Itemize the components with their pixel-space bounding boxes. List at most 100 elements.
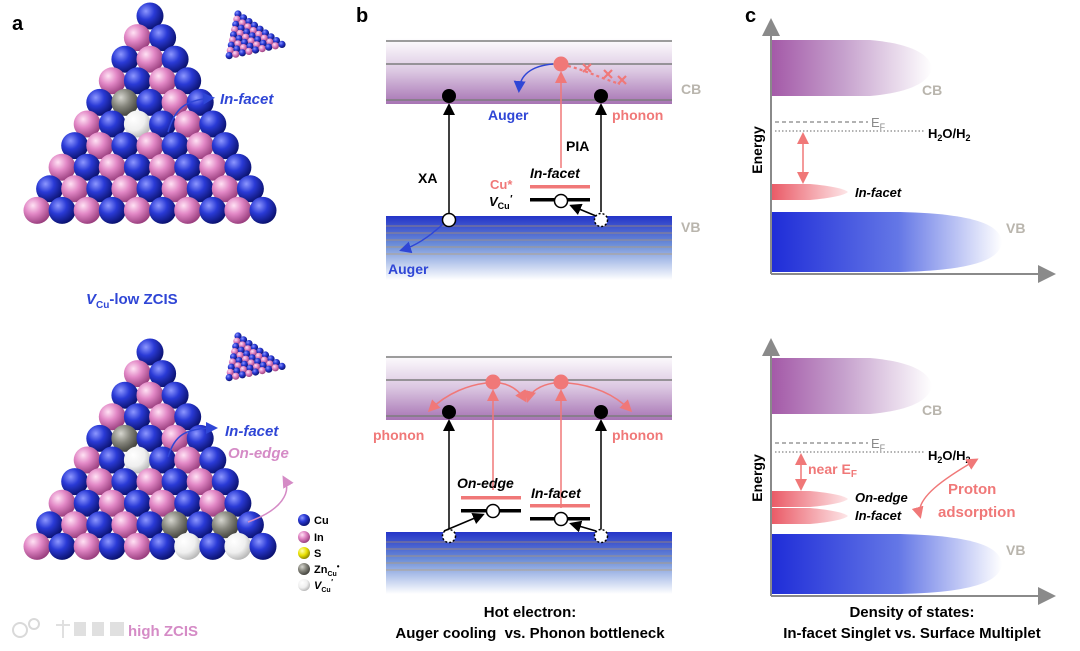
vacancy-site — [123, 446, 151, 474]
ef-label-bottom: EF — [871, 436, 886, 453]
cb-label-c-bottom: CB — [922, 402, 942, 418]
cu-atom — [225, 374, 233, 382]
mini-lattice-bottom — [225, 332, 286, 382]
on-edge-arrow — [247, 475, 294, 523]
in-facet-label-bottom: In-facet — [225, 423, 279, 440]
in-atom — [224, 196, 252, 224]
in-facet-dos-label-bottom: In-facet — [855, 508, 902, 523]
cu-atom — [238, 371, 246, 379]
legend-label-cu: Cu — [314, 515, 329, 527]
watermark-logo — [12, 618, 128, 640]
panel-b-caption-line1: Hot electron: — [484, 604, 577, 621]
zn-atom — [111, 88, 139, 116]
dos-top: Energy CB EF H2O/H2 In-facet VB — [749, 18, 1056, 283]
cu-atom — [186, 511, 214, 539]
cb-label-c-top: CB — [922, 82, 942, 98]
in-atom — [73, 532, 101, 560]
cu-atom — [73, 153, 101, 181]
in-atom — [98, 153, 126, 181]
cu-atom — [161, 45, 189, 73]
in-atom — [98, 67, 126, 95]
legend-swatch-in — [298, 531, 310, 543]
pia-label: PIA — [566, 138, 589, 154]
in-atom — [123, 532, 151, 560]
cu-atom — [136, 88, 164, 116]
on-edge-dos-label: On-edge — [855, 490, 908, 505]
in-atom — [73, 196, 101, 224]
panel-c-caption-line1: Density of states: — [849, 604, 974, 621]
dos-in-facet-bottom — [772, 508, 848, 524]
vcu-hole — [553, 193, 569, 209]
hole-left — [441, 212, 457, 228]
cu-atom — [186, 175, 214, 203]
in-atom — [123, 360, 151, 388]
hole-right-dotted — [593, 212, 609, 228]
in-atom — [61, 175, 89, 203]
zn-atom — [211, 511, 239, 539]
in-atom — [149, 153, 177, 181]
ef-label-top: EF — [871, 115, 886, 132]
cu-atom — [136, 175, 164, 203]
in-atom — [161, 175, 189, 203]
cu-atom — [249, 196, 277, 224]
cu-atom — [123, 403, 151, 431]
auger-label-top: Auger — [488, 107, 529, 123]
in-atom — [23, 196, 51, 224]
cu-atom — [265, 43, 273, 51]
cu-atom — [111, 381, 139, 409]
cu-atom — [174, 403, 202, 431]
in-atom — [86, 132, 114, 160]
cu-atom — [149, 24, 177, 52]
cu-atom — [61, 132, 89, 160]
in-atom — [199, 153, 227, 181]
cu-atom — [161, 468, 189, 496]
panel-label-a: a — [12, 13, 24, 35]
in-atom — [136, 468, 164, 496]
in-facet-dos-label-top: In-facet — [855, 185, 902, 200]
in-atom — [48, 153, 76, 181]
cu-star-level — [530, 185, 590, 189]
electron-left-bottom — [442, 405, 456, 419]
in-atom — [245, 369, 253, 377]
in-atom — [73, 110, 101, 138]
cu-atom — [149, 532, 177, 560]
vb-band-top — [386, 216, 672, 280]
cu-atom — [111, 468, 139, 496]
cu-atom — [123, 153, 151, 181]
in-atom — [199, 489, 227, 517]
cu-atom — [161, 132, 189, 160]
on-edge-label: On-edge — [228, 445, 289, 462]
cu-atom — [98, 196, 126, 224]
hot-electron-left — [485, 374, 501, 390]
legend-swatch-s — [298, 547, 310, 559]
phonon-label-left: phonon — [373, 427, 424, 443]
in-atom — [136, 132, 164, 160]
cu-atom — [224, 489, 252, 517]
in-atom — [48, 489, 76, 517]
in-atom — [211, 175, 239, 203]
cu-atom — [211, 468, 239, 496]
cu-atom — [111, 132, 139, 160]
dos-in-facet-top — [772, 184, 848, 200]
in-atom — [111, 175, 139, 203]
caption-vcu-low: VCu-low ZCIS — [86, 291, 178, 311]
dos-cb-bottom — [772, 358, 932, 414]
energy-axis-label-bottom: Energy — [749, 454, 765, 502]
h2o-label-bottom: H2O/H2 — [928, 448, 971, 465]
vacancy-site — [123, 110, 151, 138]
vcu-label: VCu′ — [489, 194, 513, 211]
in-atom — [232, 50, 240, 58]
in-atom — [123, 196, 151, 224]
in-atom — [186, 132, 214, 160]
cu-atom — [98, 110, 126, 138]
cu-atom — [111, 45, 139, 73]
cu-atom — [224, 153, 252, 181]
in-atom — [98, 489, 126, 517]
hot-electron — [553, 56, 569, 72]
cu-atom — [238, 49, 246, 57]
cu-atom — [199, 446, 227, 474]
cu-atom — [211, 132, 239, 160]
on-edge-level-label: On-edge — [457, 475, 514, 491]
zn-atom — [111, 424, 139, 452]
